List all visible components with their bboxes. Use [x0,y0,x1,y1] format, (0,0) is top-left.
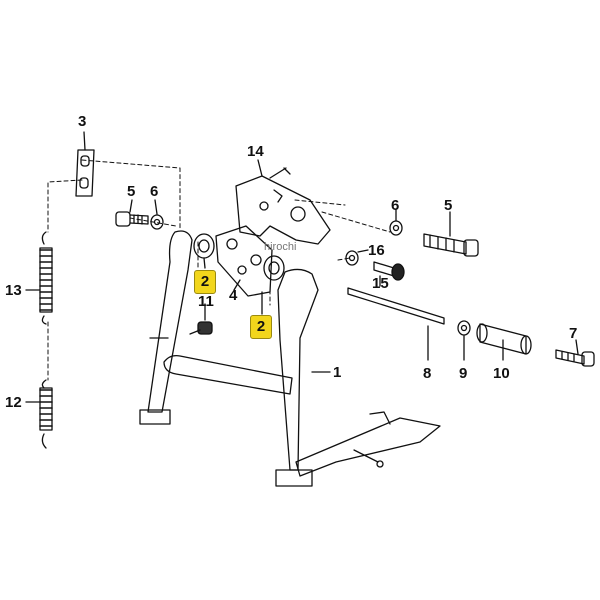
callout-6-left: 6 [150,183,159,200]
part-4-bracket [215,225,273,297]
part-3-spring-plate [75,131,95,197]
watermark: hirochi [264,241,297,253]
callout-12: 12 [5,394,22,411]
part-14-mounting-bracket [235,159,331,245]
part-2-bushings [193,233,285,315]
callout-11: 11 [198,293,214,310]
part-6-washer-right [389,209,403,236]
callout-14: 14 [247,143,264,160]
part-1-center-stand [139,230,441,487]
callout-5-right: 5 [444,197,453,214]
part-5-bolt-left [115,199,149,227]
callout-16: 16 [368,242,385,259]
part-10-bushing [476,323,532,361]
callout-9: 9 [459,365,468,382]
callout-8: 8 [423,365,432,382]
callout-2-highlighted-right: 2 [250,315,272,339]
part-5-bolt-right [423,211,479,257]
part-11-nut [189,303,213,335]
part-15-screw [373,261,405,287]
callout-6-right: 6 [391,197,400,214]
callout-1: 1 [333,364,342,381]
callout-10: 10 [493,365,510,382]
part-12-spring [25,379,53,449]
dashed-assembly-lines [47,159,391,381]
part-13-spring [25,231,53,325]
part-9-washer [457,320,471,361]
callout-7: 7 [569,325,578,342]
callout-5-left: 5 [127,183,136,200]
callout-2-highlighted-left: 2 [194,270,216,294]
part-7-screw [555,339,595,367]
callout-3: 3 [78,113,87,130]
part-8-pin [347,287,445,361]
callout-13: 13 [5,282,22,299]
part-16-washer [345,249,369,266]
callout-15: 15 [372,275,389,292]
callout-4: 4 [229,287,238,304]
part-6-washer-left [150,199,164,230]
